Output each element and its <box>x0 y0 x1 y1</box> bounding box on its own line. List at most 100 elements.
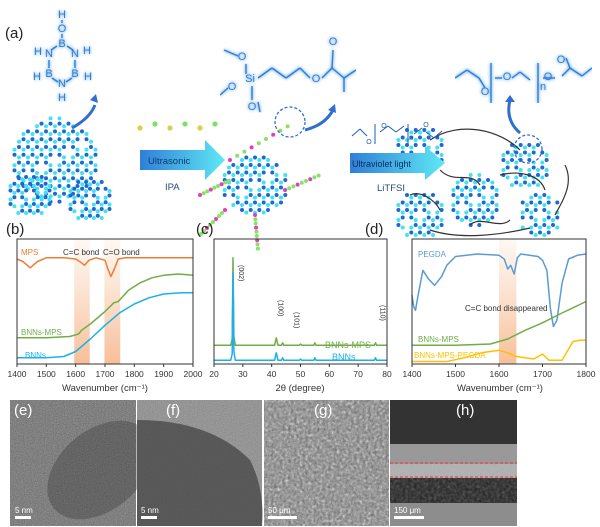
atom <box>12 195 17 200</box>
atom <box>35 190 40 195</box>
atom <box>426 230 431 235</box>
atom <box>542 218 547 222</box>
atom <box>520 225 525 230</box>
bond <box>395 125 405 133</box>
atom <box>16 184 21 188</box>
atom <box>274 163 279 167</box>
atom <box>107 189 112 193</box>
atom <box>84 202 89 207</box>
atom <box>400 210 405 215</box>
polymer-chain <box>554 164 569 216</box>
atom <box>91 216 96 220</box>
atom <box>12 190 17 195</box>
arrowhead-icon <box>505 95 515 102</box>
atom <box>435 145 440 150</box>
atom <box>62 129 66 134</box>
atom <box>405 233 409 237</box>
atom <box>266 203 270 207</box>
atom-label: H <box>33 71 41 83</box>
atom <box>44 160 48 165</box>
atom <box>400 215 405 220</box>
atom <box>31 211 36 215</box>
x-tick-label: 1400 <box>403 369 422 379</box>
atom-label: H <box>84 71 92 83</box>
atom <box>35 124 39 129</box>
atom <box>71 129 75 134</box>
polymer-chain <box>429 227 531 237</box>
atom <box>551 218 555 222</box>
bond <box>66 45 74 51</box>
x-tick-label: 1800 <box>577 369 596 379</box>
atom <box>529 215 534 220</box>
atom <box>39 194 44 199</box>
atom <box>8 202 13 206</box>
panel-label-c: (c) <box>196 221 214 238</box>
atom <box>80 129 84 134</box>
atom <box>21 168 26 173</box>
bond <box>351 128 361 137</box>
atom <box>28 181 32 186</box>
atom <box>542 233 547 237</box>
atom <box>68 189 73 193</box>
atom <box>464 195 469 200</box>
atom <box>460 188 464 192</box>
atom <box>12 163 17 168</box>
atom <box>80 186 85 191</box>
atom <box>494 203 499 207</box>
atom <box>202 229 206 233</box>
atom <box>253 170 257 175</box>
atom <box>544 158 549 162</box>
polymer-chain <box>429 128 521 151</box>
atom <box>529 225 534 230</box>
atom <box>518 153 523 157</box>
atom <box>266 163 270 167</box>
atom <box>201 191 206 196</box>
atom <box>413 128 418 132</box>
atom <box>21 152 26 157</box>
atom <box>39 132 44 136</box>
atom <box>28 208 32 213</box>
bn-lattice <box>520 193 560 237</box>
atom <box>244 200 249 205</box>
atom <box>413 138 418 142</box>
atom-label: n <box>540 81 546 93</box>
atom <box>235 200 240 205</box>
atom <box>76 216 81 220</box>
atom <box>16 175 21 179</box>
atom <box>75 184 80 188</box>
panel-label-b: (b) <box>6 221 24 238</box>
atom <box>66 121 71 126</box>
atom <box>240 163 244 167</box>
atom <box>107 193 112 198</box>
x-tick-label: 1900 <box>154 369 173 379</box>
atom <box>57 116 62 121</box>
atom <box>510 158 514 162</box>
atom <box>490 180 495 185</box>
atom <box>274 173 279 177</box>
atom <box>35 195 40 200</box>
scale-bar-label: 50 μm <box>268 506 291 515</box>
atom <box>494 208 499 212</box>
atom <box>89 160 93 165</box>
atom <box>409 215 414 220</box>
atom <box>12 204 17 209</box>
x-tick-label: 1400 <box>8 369 27 379</box>
atom <box>62 160 66 165</box>
atom <box>72 186 77 191</box>
atom <box>422 128 427 132</box>
atom <box>405 208 409 212</box>
atom <box>89 139 93 144</box>
atom-label: O <box>329 36 338 48</box>
atom <box>84 132 89 136</box>
highlight-circle <box>513 134 543 164</box>
scale-bar-label: 150 μm <box>394 506 421 515</box>
atom <box>235 153 240 158</box>
atom <box>35 204 40 209</box>
atom <box>76 180 81 184</box>
atom <box>544 173 549 177</box>
atom <box>47 184 52 188</box>
atom <box>222 188 227 192</box>
atom <box>12 168 17 173</box>
atom-label: H <box>83 45 91 57</box>
